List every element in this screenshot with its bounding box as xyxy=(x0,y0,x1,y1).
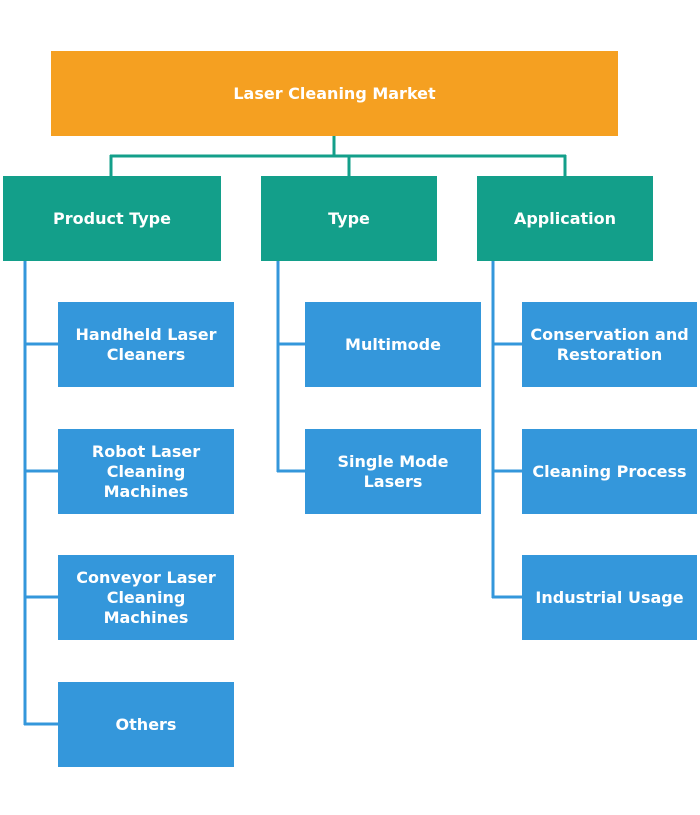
leaf-node-conveyor-laser-cleaning-machines: Conveyor Laser Cleaning Machines xyxy=(58,555,234,640)
leaf-label: Conveyor Laser Cleaning Machines xyxy=(76,567,216,627)
leaf-node-cleaning-process: Cleaning Process xyxy=(522,429,697,514)
leaf-node-others: Others xyxy=(58,682,234,767)
leaf-label: Robot Laser Cleaning Machines xyxy=(91,441,201,501)
category-node-application: Application xyxy=(477,176,653,261)
leaf-label: Single Mode Lasers xyxy=(337,451,449,491)
leaf-node-industrial-usage: Industrial Usage xyxy=(522,555,697,640)
leaf-label: Industrial Usage xyxy=(535,587,684,607)
leaf-node-multimode: Multimode xyxy=(305,302,481,387)
leaf-node-robot-laser-cleaning-machines: Robot Laser Cleaning Machines xyxy=(58,429,234,514)
root-connector xyxy=(109,136,567,176)
category-node-type: Type xyxy=(261,176,437,261)
leaf-label: Others xyxy=(115,714,177,734)
leaf-node-single-mode-lasers: Single Mode Lasers xyxy=(305,429,481,514)
branch-connector-product-type xyxy=(23,261,58,726)
category-label: Type xyxy=(328,208,370,228)
leaf-label: Multimode xyxy=(345,334,441,354)
category-label: Product Type xyxy=(53,208,171,228)
root-node: Laser Cleaning Market xyxy=(51,51,618,136)
category-node-product-type: Product Type xyxy=(3,176,221,261)
leaf-node-conservation-and-restoration: Conservation and Restoration xyxy=(522,302,697,387)
root-node-label: Laser Cleaning Market xyxy=(233,83,436,103)
branch-connector-application xyxy=(491,261,522,599)
leaf-label: Handheld Laser Cleaners xyxy=(75,324,217,364)
category-label: Application xyxy=(513,208,617,228)
branch-connector-type xyxy=(276,261,305,473)
leaf-label: Conservation and Restoration xyxy=(530,324,689,364)
leaf-label: Cleaning Process xyxy=(532,461,687,481)
leaf-node-handheld-laser-cleaners: Handheld Laser Cleaners xyxy=(58,302,234,387)
